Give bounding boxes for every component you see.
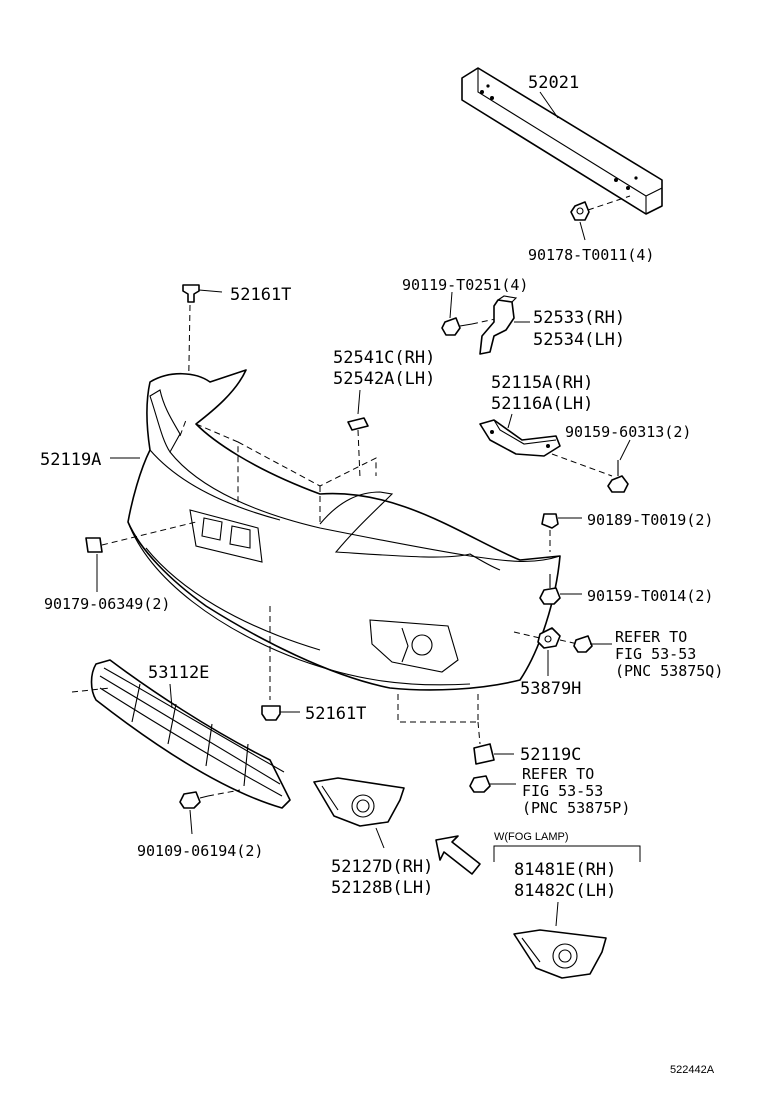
leader-52541c <box>357 389 361 415</box>
dash-52541c <box>357 429 361 479</box>
fog-cover-52127d[interactable] <box>313 777 405 827</box>
bolt-90119[interactable] <box>441 317 473 336</box>
clip-90189[interactable] <box>541 513 559 529</box>
refer1-line1: REFER TO <box>615 628 687 646</box>
label-52119c: 52119C <box>520 745 581 765</box>
leader-52021 <box>539 91 559 119</box>
cover-52119c[interactable] <box>473 743 495 765</box>
label-90119: 90119-T0251(4) <box>402 276 528 294</box>
refer2-line2: FIG 53-53 <box>522 782 603 800</box>
guide-d <box>179 419 187 437</box>
screw-refer-53875p[interactable] <box>469 775 491 793</box>
leader-90109 <box>189 809 193 835</box>
leader-52115a <box>507 413 513 429</box>
label-53879h: 53879H <box>520 679 581 699</box>
leader-90119 <box>449 291 453 319</box>
bumper-cover-52119a[interactable] <box>127 369 561 691</box>
label-52542a: 52542A(LH) <box>333 369 435 389</box>
clip-52161t-bottom[interactable] <box>261 705 281 721</box>
refer2-line3: (PNC 53875P) <box>522 799 630 817</box>
label-52541c: 52541C(RH) <box>333 348 435 368</box>
leader-52161t-top <box>198 289 223 293</box>
leader-52127d <box>375 827 385 849</box>
figure-id: 522442A <box>670 1064 715 1076</box>
nut-refer-53875q[interactable] <box>573 635 593 653</box>
label-52161t-top: 52161T <box>230 285 291 305</box>
label-81481e: 81481E(RH) <box>514 860 616 880</box>
screw-90159-60313[interactable] <box>607 460 629 493</box>
label-52533: 52533(RH) <box>533 308 625 328</box>
guide-52119c <box>397 694 479 723</box>
label-fog-note: W(FOG LAMP) <box>494 831 569 843</box>
guide-b <box>237 441 377 487</box>
dash-90109 <box>207 789 241 797</box>
dash-90178 <box>587 195 631 211</box>
bracket-52533[interactable] <box>479 295 518 355</box>
label-52116a: 52116A(LH) <box>491 394 593 414</box>
bumper-reinforcement-52021[interactable] <box>461 67 663 215</box>
refer1-line3: (PNC 53875Q) <box>615 662 723 680</box>
label-52127d: 52127D(RH) <box>331 857 433 877</box>
refer1-line2: FIG 53-53 <box>615 645 696 663</box>
leader-90178 <box>579 221 586 241</box>
label-90159-60313: 90159-60313(2) <box>565 423 691 441</box>
label-53112e: 53112E <box>148 663 209 683</box>
label-52021: 52021 <box>528 73 579 93</box>
arrow-icon <box>435 835 481 875</box>
bracket-fog-note <box>493 845 641 862</box>
label-52161t-bot: 52161T <box>305 704 366 724</box>
screw-90159-t0014[interactable] <box>539 574 561 605</box>
grille-53112e[interactable] <box>90 659 291 809</box>
label-81482c: 81482C(LH) <box>514 881 616 901</box>
dash-53112e <box>71 687 111 693</box>
leader-81481e <box>555 901 559 927</box>
retainer-52115a[interactable] <box>479 419 561 457</box>
label-90159-t0014: 90159-T0014(2) <box>587 587 713 605</box>
label-90189: 90189-T0019(2) <box>587 511 713 529</box>
dash-90179 <box>101 521 197 546</box>
refer2-line1: REFER TO <box>522 765 594 783</box>
leader-53112e <box>169 683 173 709</box>
clip-90179[interactable] <box>85 537 103 553</box>
label-90109: 90109-06194(2) <box>137 842 263 860</box>
clip-52161t-top[interactable] <box>182 284 200 303</box>
nut-90178[interactable] <box>570 201 590 221</box>
clip-52541c[interactable] <box>347 417 369 431</box>
label-52534: 52534(LH) <box>533 330 625 350</box>
label-90178: 90178-T0011(4) <box>528 246 654 264</box>
dash-53879h <box>513 631 541 639</box>
label-52115a: 52115A(RH) <box>491 373 593 393</box>
screw-90109[interactable] <box>179 791 209 809</box>
dash-52119c <box>477 721 481 745</box>
grommet-53879h[interactable] <box>537 627 561 649</box>
label-52119a: 52119A <box>40 450 101 470</box>
label-90179: 90179-06349(2) <box>44 595 170 613</box>
fog-cover-81481e[interactable] <box>513 929 607 979</box>
dash-90159-60313 <box>551 453 613 477</box>
leader-90159-60313 <box>619 439 631 461</box>
label-52128b: 52128B(LH) <box>331 878 433 898</box>
